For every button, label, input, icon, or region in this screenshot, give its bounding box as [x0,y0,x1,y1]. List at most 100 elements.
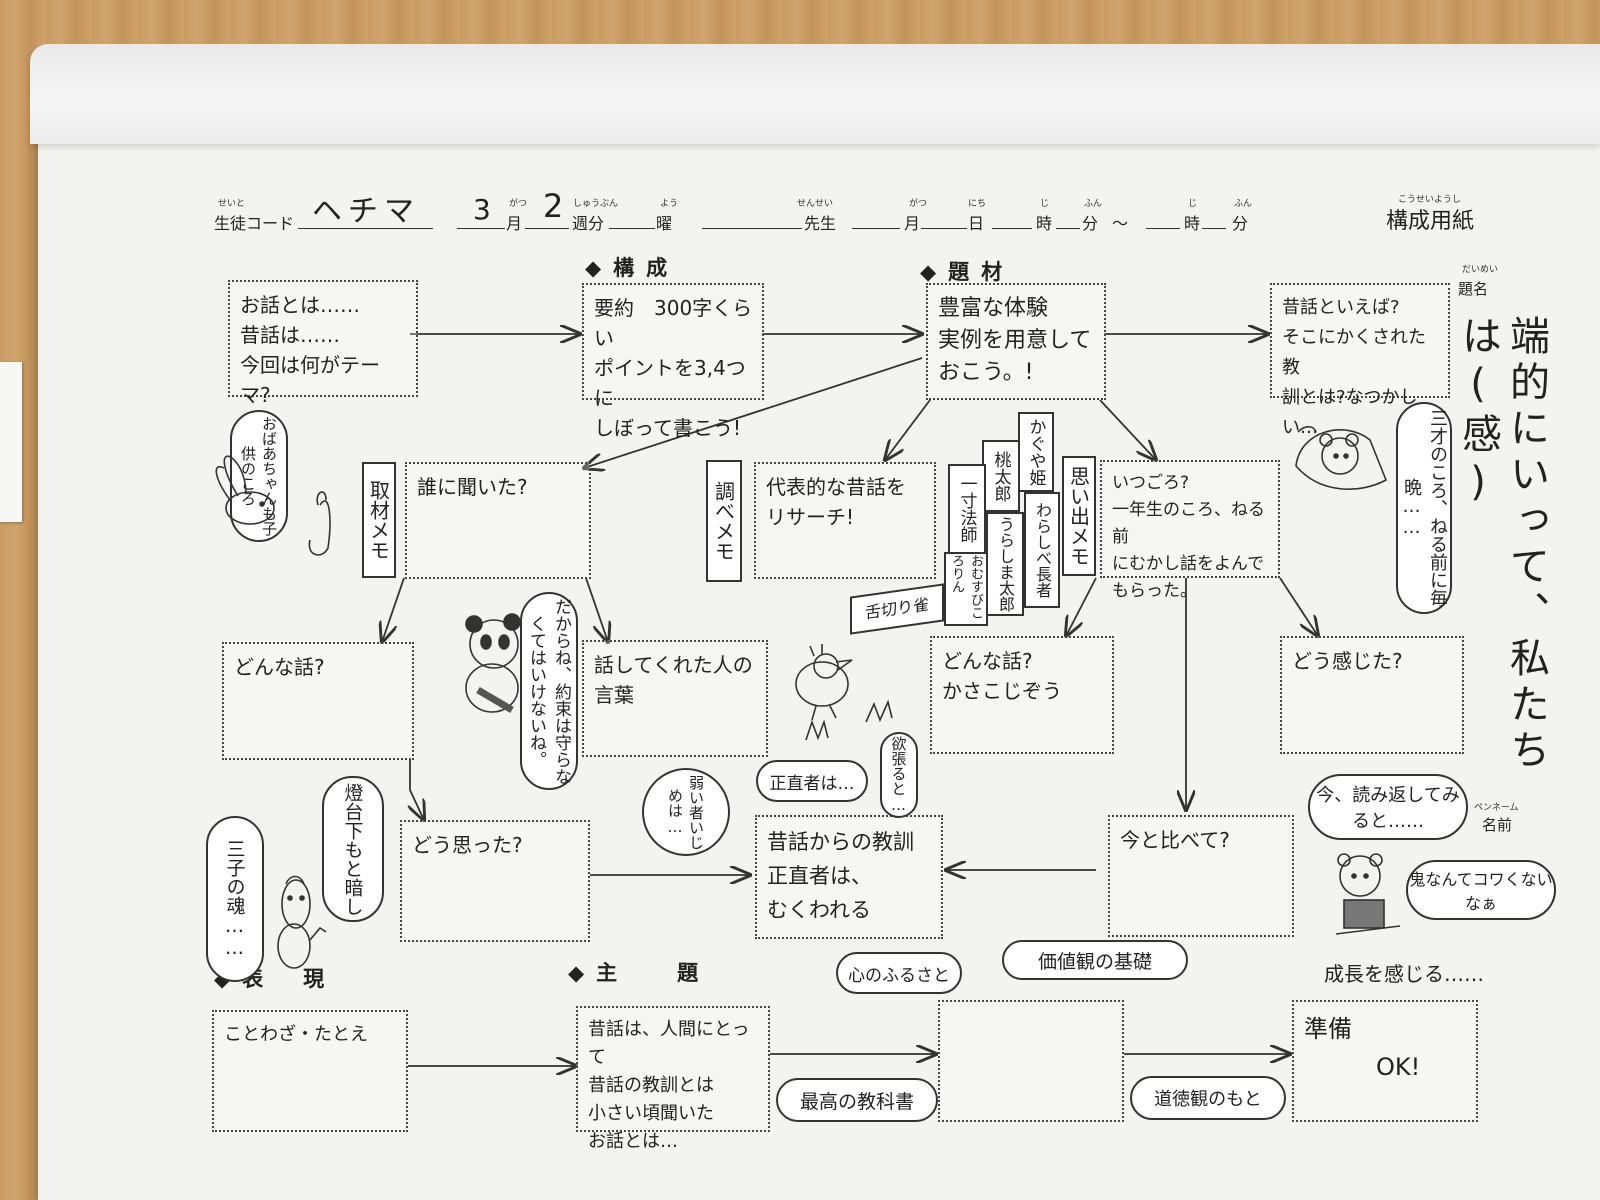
folktale-lesson-text: 昔話といえば? そこにかくされた教 訓とは?なつかしい… [1282,297,1426,438]
ruby: しゅうぶん [573,199,619,209]
book-kaguya: かぐや姫 [1018,412,1054,492]
when-text: いつごろ? 一年生のころ、ねる前 にむかし話をよんで もらった。 [1112,473,1265,601]
folktale-lesson-box[interactable]: 昔話といえば? そこにかくされた教 訓とは?なつかしい… [1270,283,1450,438]
section-kosei: ◆構成 [585,252,695,282]
book-omusubi: おむすびころりん [944,552,988,626]
ruby: がつ [909,199,928,209]
three-years-bubble: 三才のころ、ねる前に毎晩…… [1396,402,1452,614]
greedy-bubble: 欲張ると… [880,732,918,818]
hour2-label: 時 [1184,214,1201,233]
how-felt-text: どう感じた? [1292,649,1403,673]
side-card [0,362,22,522]
what-story-box-1[interactable]: どんな話? [222,642,414,760]
min2-label: 分 [1232,214,1249,233]
who-told-text: 誰に聞いた? [417,475,528,499]
grandma-bubble: おばあちゃんも子供のころ [230,410,288,542]
ruby: せんせい [797,199,834,209]
rabbit-doodle [215,455,331,556]
day-line [921,228,967,229]
arrow [885,399,931,460]
todai-bubble: 燈台下もと暗し [322,776,384,922]
tilde: ～ [1112,214,1129,233]
ruby: ふん [1084,199,1103,209]
month-line [457,228,505,229]
ruby: よう [660,199,679,209]
empty-box[interactable] [938,1000,1124,1122]
who-told-box[interactable]: 誰に聞いた? [405,462,591,579]
what-story-text-1: どんな話? [234,655,325,679]
proverb-box[interactable]: ことわざ・たとえ [212,1010,408,1132]
student-code-label: 生徒コード [214,214,295,233]
week-label: 週分 [572,214,605,233]
intro-box[interactable]: お話とは…… 昔話は…… 今回は何がテーマ? [228,280,418,407]
title-label: 題名 [1458,280,1489,298]
arrow [585,577,608,642]
when-box[interactable]: いつごろ? 一年生のころ、ねる前 にむかし話をよんで もらった。 [1100,460,1280,601]
min-line [1056,228,1080,229]
summary-text: 要約 300字くらい ポイントを3,4つに しぼって書こう! [594,296,753,440]
experience-text: 豊富な体験 実例を用意して おこう。! [938,296,1092,385]
compare-now-box[interactable]: 今と比べて? [1108,815,1294,937]
arrow [410,758,424,820]
summary-box[interactable]: 要約 300字くらい ポイントを3,4つに しぼって書こう! [582,283,764,440]
proverb-text: ことわざ・たとえ [224,1024,368,1045]
research-memo-tag: 調べメモ [706,460,742,582]
arrow [382,577,405,642]
lesson-box[interactable]: 昔話からの教訓 正直者は、 むくわれる [755,815,943,939]
theme-text: 昔話は、人間にとって 昔話の教訓とは 小さい頃聞いた お話とは… [588,1019,750,1152]
oni-bubble: 鬼なんてコワくないなぁ [1406,860,1556,920]
growth-text: 成長を感じる…… [1324,962,1484,986]
teller-words-box[interactable]: 話してくれた人の言葉 [582,640,768,757]
ruby: こうせいようし [1398,195,1461,205]
hour2-line [1146,228,1180,229]
interview-memo-tag: 取材メモ [362,462,396,578]
form-title: 構成用紙 [1386,209,1475,234]
what-story-text-2: どんな話? かさこじぞう [942,649,1062,703]
experience-box[interactable]: 豊富な体験 実例を用意して おこう。! [926,283,1106,400]
book-issun: 一寸法師 [948,464,986,554]
research-box[interactable]: 代表的な昔話を リサーチ! [754,462,936,579]
values-bubble: 価値観の基礎 [1002,940,1188,980]
ruby: がつ [509,199,528,209]
teacher-label: 先生 [804,214,837,233]
what-think-box[interactable]: どう思った? [400,820,590,942]
hour-label: 時 [1036,214,1053,233]
heart-home-bubble: 心のふるさと [836,952,962,994]
morality-bubble: 道徳観のもと [1130,1076,1286,1120]
paper-top-curl [30,44,1600,144]
how-felt-box[interactable]: どう感じた? [1280,636,1464,754]
ruby: ペンネーム [1474,803,1519,813]
ready-box[interactable]: 準備 OK! [1292,1000,1478,1122]
ruby: じ [1040,199,1050,209]
what-think-text: どう思った? [412,833,523,857]
bear-reading-doodle [1335,853,1401,935]
research-text: 代表的な昔話を リサーチ! [766,475,906,529]
compare-now-text: 今と比べて? [1120,828,1230,852]
intro-text: お話とは…… 昔話は…… 今回は何がテーマ? [240,293,380,407]
essay-title: 端的にいって、私たちは(感) [1455,315,1549,775]
date-month-label: 月 [904,214,921,233]
book-warashibe: わらしべ長者 [1024,492,1060,608]
ruby: だいめい [1462,265,1499,275]
worksheet-paper [38,52,1600,1200]
week-value: 2 [543,187,564,225]
bear-in-bed-doodle [1295,425,1388,490]
min2-line [1202,228,1226,229]
day-label: 日 [968,214,985,233]
arrow [1066,577,1097,636]
best-textbook-bubble: 最高の教科書 [776,1078,938,1122]
date-month-line [852,228,900,229]
promise-bubble: だからね、約束は守らなくてはいけないね。 [520,592,578,790]
weekday-line [609,228,655,229]
snail-doodle [277,875,327,969]
month-label: 月 [506,214,523,233]
reread-bubble: 今、読み返してみると…… [1308,774,1468,840]
theme-box[interactable]: 昔話は、人間にとって 昔話の教訓とは 小さい頃聞いた お話とは… [576,1006,770,1152]
section-daizai: ◆題材 [920,256,1030,286]
min-label: 分 [1082,214,1099,233]
what-story-box-2[interactable]: どんな話? かさこじぞう [930,636,1114,754]
bullying-bubble: 弱い者いじめは… [642,768,730,856]
memory-memo-tag: 思い出メモ [1062,456,1096,576]
ruby: ふん [1234,199,1253,209]
